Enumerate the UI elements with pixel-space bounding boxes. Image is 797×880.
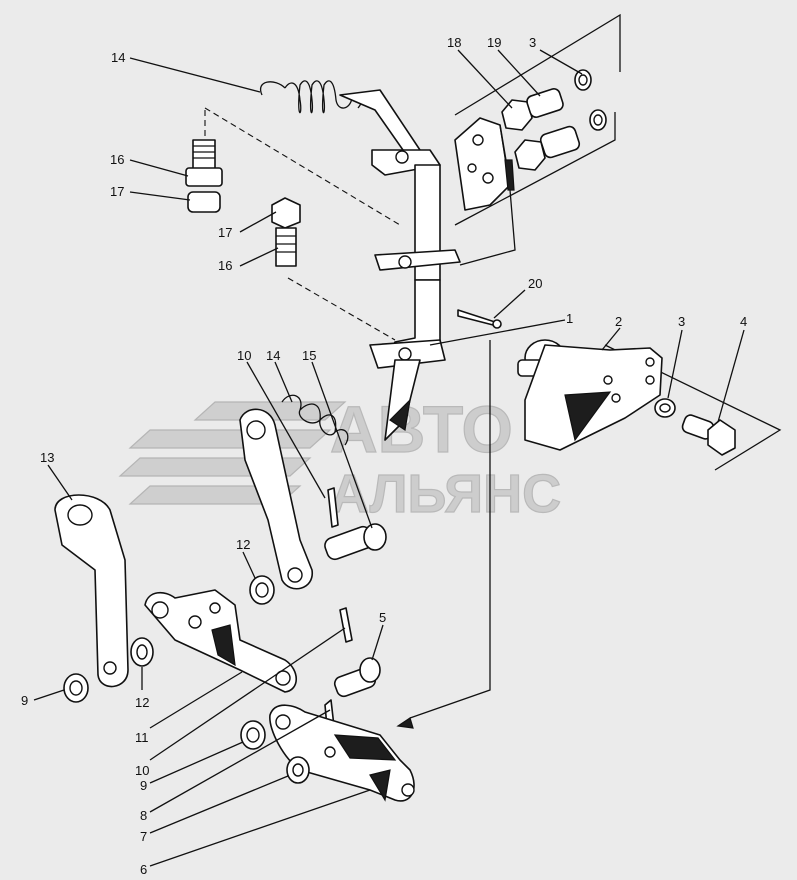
- label-5: 5: [379, 610, 386, 625]
- bolt-16-17-left: [185, 139, 223, 213]
- label-12-upper: 12: [236, 537, 250, 552]
- label-18: 18: [447, 35, 461, 50]
- label-16-middle: 16: [218, 258, 232, 273]
- label-4: 4: [740, 314, 747, 329]
- label-6: 6: [140, 862, 147, 877]
- bolt-17-16-middle: [271, 197, 301, 267]
- lever-6: [269, 704, 415, 802]
- clevis-pin-upper: [324, 523, 387, 561]
- bracket-2: [517, 339, 663, 451]
- lever-13: [54, 494, 129, 688]
- label-8: 8: [140, 808, 147, 823]
- label-7: 7: [140, 829, 147, 844]
- label-11: 11: [135, 730, 149, 745]
- callout-labels: 14 18 19 3 16 17 17 16 20 1 2 3 4 10 14 …: [21, 35, 747, 877]
- cotter-pin-20: [457, 309, 502, 329]
- cotter-pin-10: [324, 607, 353, 739]
- watermark-line1: АВТО: [330, 392, 513, 466]
- washer-12-upper: [249, 575, 275, 605]
- lever-10-upper: [239, 408, 313, 590]
- label-14-middle: 14: [266, 348, 280, 363]
- label-12-lower: 12: [135, 695, 149, 710]
- label-2: 2: [615, 314, 622, 329]
- label-10-upper: 10: [237, 348, 251, 363]
- leader-lines: [33, 49, 745, 867]
- assembly-lines: [204, 13, 782, 729]
- washer-3-bolt-4: [654, 398, 736, 456]
- cotter-pin-15: [327, 487, 339, 528]
- label-16-left: 16: [110, 152, 124, 167]
- washer-7: [286, 756, 310, 784]
- watermark-line2: АЛЬЯНС: [330, 464, 561, 524]
- label-17-left: 17: [110, 184, 124, 199]
- link-11: [144, 589, 298, 693]
- washer-9-left: [63, 673, 89, 703]
- label-15: 15: [302, 348, 316, 363]
- label-17-middle: 17: [218, 225, 232, 240]
- label-1: 1: [566, 311, 573, 326]
- label-20: 20: [528, 276, 542, 291]
- label-3-right: 3: [678, 314, 685, 329]
- spring-middle: [281, 394, 349, 446]
- label-9-left: 9: [21, 693, 28, 708]
- mounting-bracket: [454, 117, 516, 266]
- watermark-logo: АВТО АЛЬЯНС: [118, 391, 562, 525]
- washer-12-lower: [130, 637, 154, 667]
- pedal-lever: [339, 89, 461, 441]
- washer-9-lower: [240, 720, 266, 750]
- label-3-top: 3: [529, 35, 536, 50]
- label-9-lower: 9: [140, 778, 147, 793]
- label-10-lower: 10: [135, 763, 149, 778]
- label-13: 13: [40, 450, 54, 465]
- bolts-18-19: [501, 88, 581, 171]
- label-19: 19: [487, 35, 501, 50]
- washers-3-top: [574, 69, 607, 131]
- label-14-top: 14: [111, 50, 125, 65]
- clevis-pin-5: [333, 657, 381, 698]
